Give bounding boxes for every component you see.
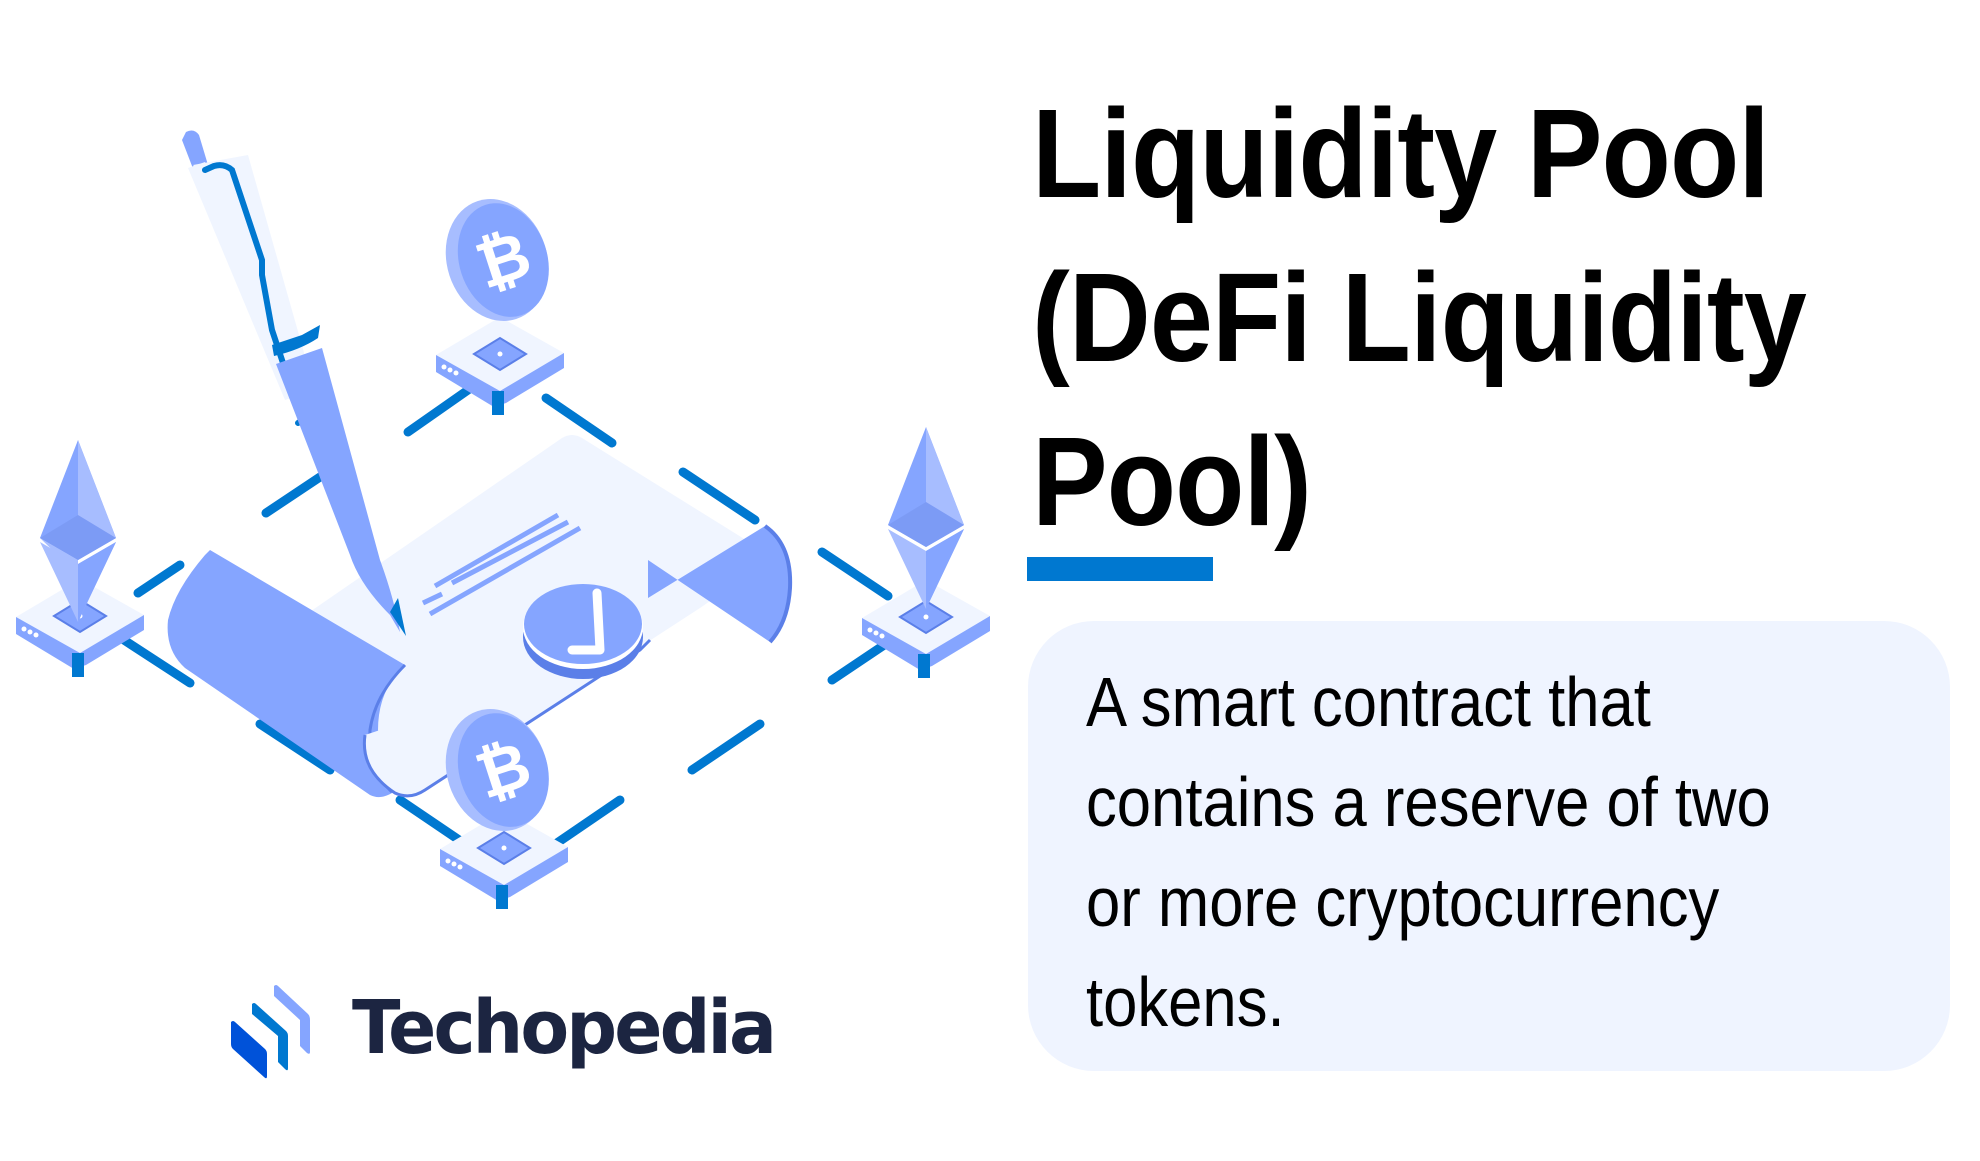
definition-text: A smart contract that contains a reserve…: [1086, 652, 1948, 1052]
definition-line: A smart contract that: [1086, 663, 1651, 741]
liquidity-pool-illustration: ₿ ₿: [16, 130, 990, 909]
title-accent-bar: [1027, 557, 1213, 581]
title-line: Pool): [1032, 411, 1312, 552]
techopedia-logo: Techopedia: [228, 982, 792, 1082]
bitcoin-coin-icon: ₿: [445, 199, 549, 321]
node-block-top: [436, 317, 564, 415]
bitcoin-coin-icon: ₿: [445, 709, 549, 831]
node-block-right: [862, 580, 990, 678]
node-block-bottom: [440, 811, 568, 909]
title-line: Liquidity Pool: [1032, 83, 1770, 224]
page-title: Liquidity Pool (DeFi Liquidity Pool): [1032, 72, 1977, 564]
connection-lines: [119, 385, 901, 848]
brand-name: Techopedia: [352, 985, 777, 1071]
pen-icon: [182, 130, 406, 636]
title-line: (DeFi Liquidity: [1032, 247, 1807, 388]
ethereum-icon: [888, 427, 964, 609]
contract-text-lines: [421, 512, 582, 617]
techopedia-logo-icon: [231, 985, 310, 1079]
definition-line: tokens.: [1086, 963, 1285, 1041]
definition-line: contains a reserve of two: [1086, 763, 1771, 841]
definition-line: or more cryptocurrency: [1086, 863, 1720, 941]
ethereum-icon: [40, 440, 116, 622]
definition-card: [1028, 621, 1950, 1071]
checkmark-seal-icon: [523, 584, 643, 679]
